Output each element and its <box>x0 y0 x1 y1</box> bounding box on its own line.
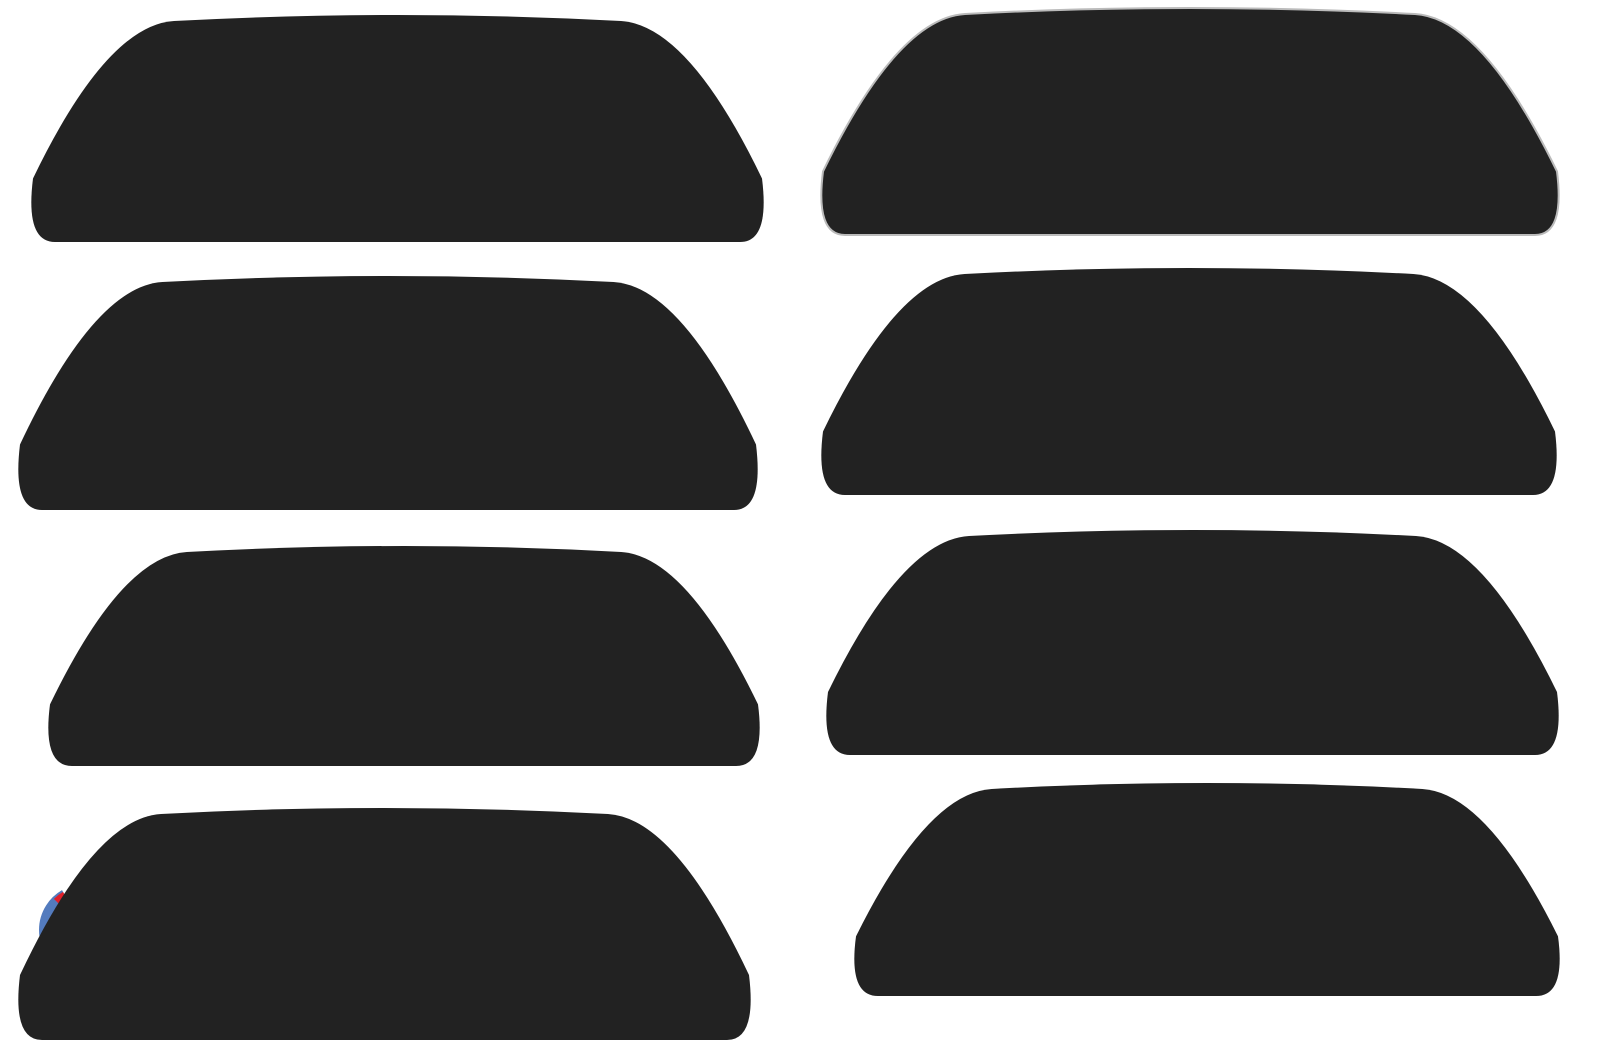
cluster-panel <box>18 808 751 1040</box>
cluster-panel <box>820 7 1560 236</box>
cluster-panel <box>826 530 1559 755</box>
cluster-panel <box>18 276 758 510</box>
cluster-panel <box>854 783 1560 996</box>
cluster-panel <box>821 268 1557 495</box>
cluster-panel <box>31 15 764 242</box>
cluster-panel <box>48 546 760 766</box>
